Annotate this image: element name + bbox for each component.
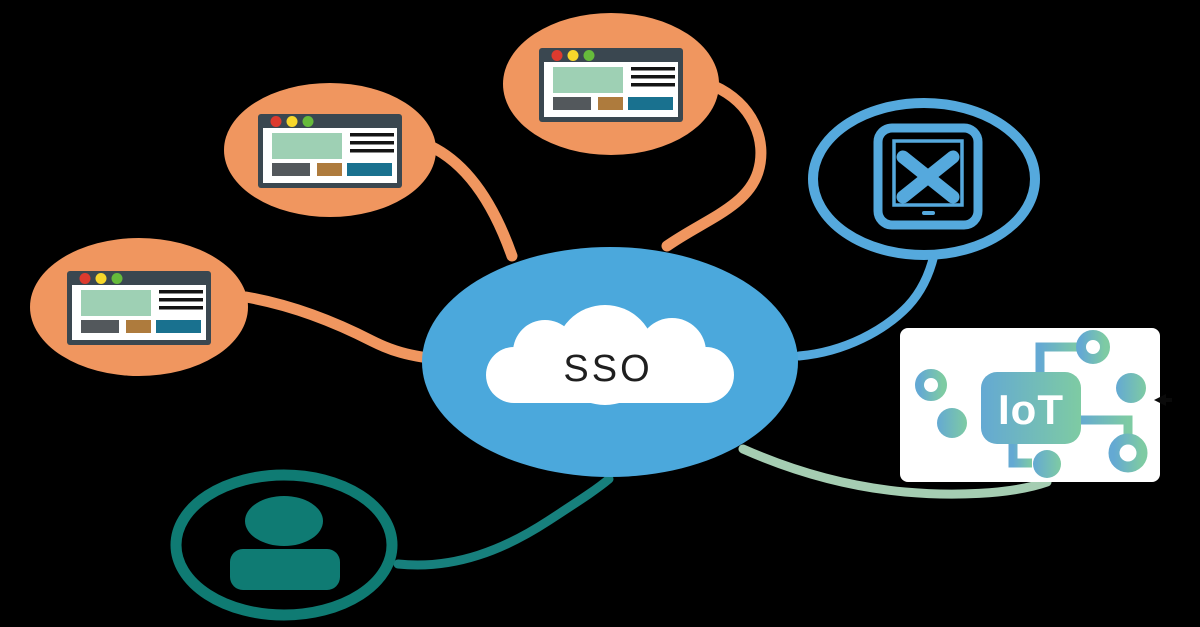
- iot-dot-right: [1116, 373, 1146, 403]
- user-node: [170, 469, 398, 621]
- iot-trace-right-lower: [1078, 415, 1133, 438]
- person-body: [230, 549, 340, 590]
- connector-web-app-3: [661, 80, 767, 252]
- connector-user: [393, 474, 614, 570]
- sso-cloud-node: SSO: [422, 247, 798, 477]
- iot-chip-circuit-icon: IoT: [915, 330, 1148, 478]
- cloud-base: [486, 347, 734, 403]
- mobile-ring: [808, 98, 1040, 260]
- browser-icon-1: [67, 271, 211, 345]
- tablet-body: [873, 123, 983, 230]
- connector-mobile: [794, 250, 939, 361]
- tablet-home-button: [922, 211, 935, 215]
- connector-iot: [738, 444, 1052, 499]
- cloud-icon: [486, 305, 734, 405]
- web-app-node-3: [503, 13, 719, 155]
- connector-web-app-1: [240, 291, 428, 363]
- web-app-node-2: [224, 83, 436, 217]
- tablet-screen: [892, 139, 964, 207]
- web-app-node-1: [30, 238, 248, 376]
- tablet-x-icon: [873, 123, 983, 230]
- iot-dot-bottom: [1033, 450, 1061, 478]
- iot-trace-bottom: [1008, 440, 1032, 468]
- cursor-artifact: [1154, 394, 1172, 406]
- browser-icon-3: [539, 48, 683, 122]
- iot-ring-bottom-right: [1108, 433, 1148, 473]
- iot-node: IoT: [900, 328, 1160, 482]
- iot-dot-bottom-left: [937, 408, 967, 438]
- tablet-x-stroke-2: [896, 150, 960, 204]
- iot-ring-top-right: [1076, 330, 1110, 364]
- mobile-node: [808, 98, 1040, 260]
- iot-ring-left: [915, 369, 947, 401]
- iot-label: IoT: [998, 386, 1064, 433]
- iot-trace-top: [1035, 342, 1080, 378]
- person-icon: [230, 496, 340, 590]
- iot-chip: [981, 372, 1081, 444]
- person-head: [245, 496, 323, 546]
- sso-label: SSO: [563, 348, 652, 390]
- connector-web-app-2: [424, 140, 518, 262]
- browser-icon-2: [258, 114, 402, 188]
- user-ring: [170, 469, 398, 621]
